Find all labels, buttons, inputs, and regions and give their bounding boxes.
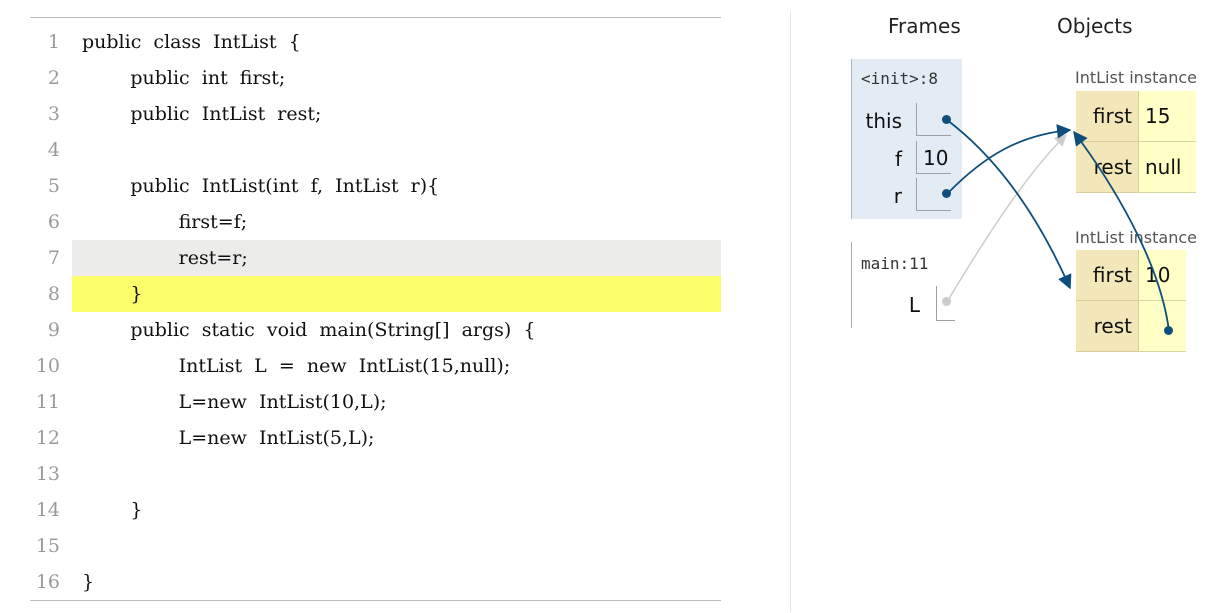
frames-header: Frames xyxy=(888,14,961,38)
frame-title: <init>:8 xyxy=(861,69,939,88)
line-text: } xyxy=(82,571,95,593)
intlist-object-10: first 10 rest xyxy=(1076,250,1186,352)
pointer-L-to-obj15 xyxy=(946,134,1067,303)
code-line-current: 8 } xyxy=(30,276,721,312)
objects-header: Objects xyxy=(1057,14,1133,38)
line-number: 14 xyxy=(35,499,60,521)
line-number: 4 xyxy=(47,139,60,161)
line-number: 2 xyxy=(47,67,60,89)
code-line: 14 } xyxy=(30,492,721,528)
line-number: 6 xyxy=(47,211,60,233)
line-text: public IntList rest; xyxy=(82,103,322,125)
line-text: public static void main(String[] args) { xyxy=(82,319,536,341)
code-line: 4 xyxy=(30,132,721,168)
var-name-f: f xyxy=(894,147,902,171)
previous-line-highlight xyxy=(72,240,721,276)
frame-title: main:11 xyxy=(861,254,929,273)
var-box-this xyxy=(916,103,951,136)
object-title: IntList instance xyxy=(1075,228,1197,247)
line-number: 3 xyxy=(47,103,60,125)
field-value-rest xyxy=(1138,301,1186,352)
code-line: 11 L=new IntList(10,L); xyxy=(30,384,721,420)
pointer-this-to-obj10 xyxy=(946,119,1072,290)
var-box-L xyxy=(936,286,955,321)
line-number: 1 xyxy=(47,31,60,53)
code-line: 2 public int first; xyxy=(30,60,721,96)
var-name-L: L xyxy=(908,293,920,317)
field-value-first: 10 xyxy=(1138,250,1186,301)
pointer-dot-L xyxy=(942,297,951,306)
line-number: 12 xyxy=(35,427,60,449)
panel-divider[interactable] xyxy=(790,12,791,612)
stack-frame-main: main:11 L xyxy=(851,242,962,328)
object-title: IntList instance xyxy=(1075,68,1197,87)
code-line: 16 } xyxy=(30,564,721,600)
line-number: 9 xyxy=(47,319,60,341)
line-text: first=f; xyxy=(82,211,248,233)
line-number: 11 xyxy=(35,391,60,413)
code-line: 12 L=new IntList(5,L); xyxy=(30,420,721,456)
line-text: L=new IntList(5,L); xyxy=(82,427,375,449)
line-text: L=new IntList(10,L); xyxy=(82,391,387,413)
code-line: 3 public IntList rest; xyxy=(30,96,721,132)
var-name-r: r xyxy=(893,184,902,208)
line-text: public class IntList { xyxy=(82,31,301,53)
code-line: 13 xyxy=(30,456,721,492)
code-line: 1 public class IntList { xyxy=(30,24,721,60)
field-value-rest: null xyxy=(1138,142,1196,193)
code-line: 9 public static void main(String[] args)… xyxy=(30,312,721,348)
code-line: 15 xyxy=(30,528,721,564)
line-text: } xyxy=(82,499,143,521)
field-name-rest: rest xyxy=(1076,142,1138,193)
line-text: public int first; xyxy=(82,67,286,89)
pointer-r-to-obj15 xyxy=(946,124,1072,195)
line-text: } xyxy=(82,283,143,305)
line-number: 16 xyxy=(35,571,60,593)
current-line-highlight xyxy=(72,276,721,312)
line-text: rest=r; xyxy=(82,247,248,269)
var-value-f: 10 xyxy=(923,146,949,170)
code-panel: 1 public class IntList { 2 public int fi… xyxy=(30,17,721,601)
line-number: 13 xyxy=(35,463,60,485)
var-box-r xyxy=(916,178,951,211)
pointer-dot-r xyxy=(942,189,951,198)
field-name-rest: rest xyxy=(1076,301,1138,352)
pointer-dot-this xyxy=(942,115,951,124)
var-name-this: this xyxy=(865,109,903,133)
line-text: IntList L = new IntList(15,null); xyxy=(82,355,511,377)
var-box-f xyxy=(916,141,951,174)
line-number: 5 xyxy=(47,175,60,197)
code-line: 10 IntList L = new IntList(15,null); xyxy=(30,348,721,384)
code-line: 6 first=f; xyxy=(30,204,721,240)
line-number: 15 xyxy=(35,535,60,557)
field-value-first: 15 xyxy=(1138,91,1196,142)
line-number: 10 xyxy=(35,355,60,377)
line-number: 8 xyxy=(47,283,60,305)
field-name-first: first xyxy=(1076,91,1138,142)
line-number: 7 xyxy=(47,247,60,269)
code-line: 5 public IntList(int f, IntList r){ xyxy=(30,168,721,204)
pointer-dot-rest xyxy=(1164,326,1173,335)
stack-frame-init: <init>:8 this f 10 r xyxy=(851,59,962,219)
intlist-object-15: first 15 rest null xyxy=(1076,91,1196,193)
field-name-first: first xyxy=(1076,250,1138,301)
code-line-previous: 7 rest=r; xyxy=(30,240,721,276)
line-text: public IntList(int f, IntList r){ xyxy=(82,175,440,197)
